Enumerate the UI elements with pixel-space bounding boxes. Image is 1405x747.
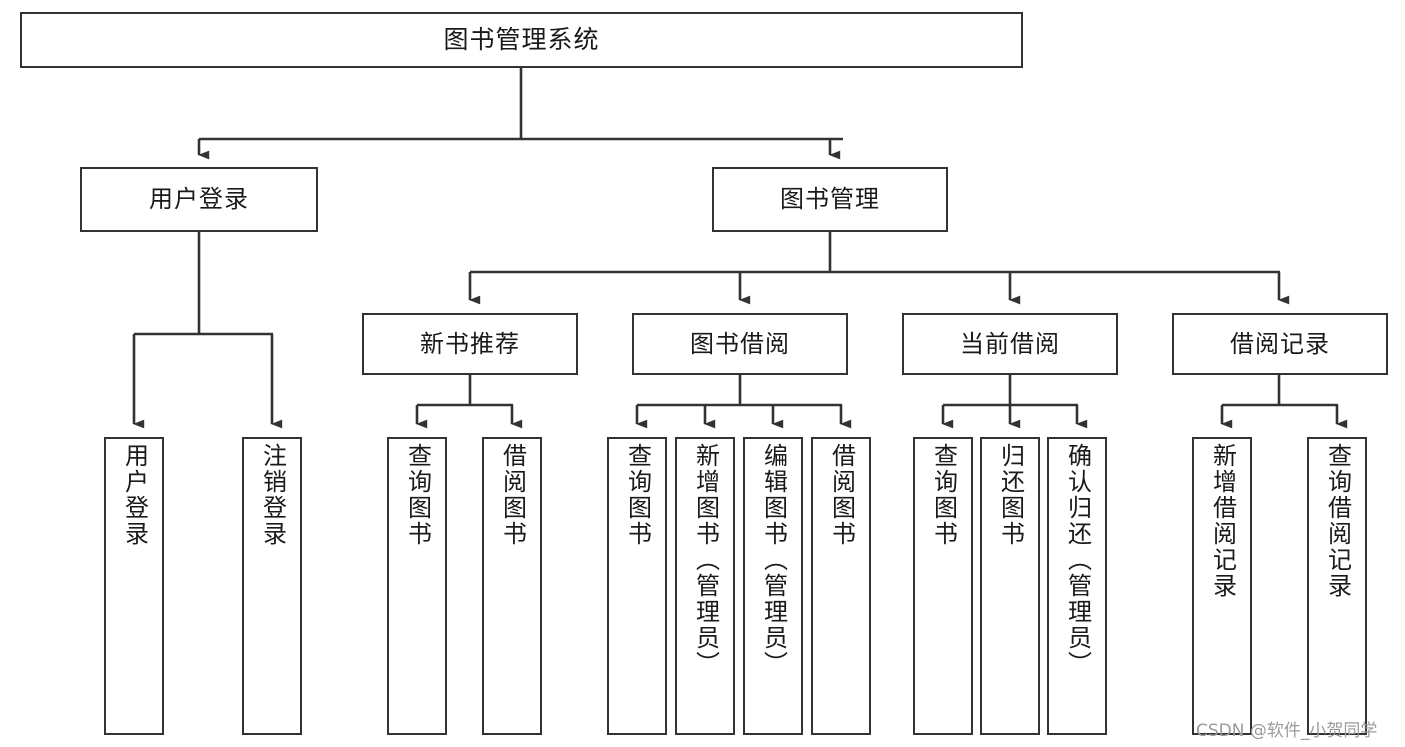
node-book-manage[interactable]: 图书管理 xyxy=(712,167,948,232)
leaf-user-login[interactable]: 用户登录 xyxy=(104,437,164,735)
node-label: 查询图书 xyxy=(403,443,432,547)
csdn-watermark: CSDN @软件_小贺同学 xyxy=(1196,721,1378,741)
node-label: 用户登录 xyxy=(120,443,149,547)
node-label: 归还图书 xyxy=(996,443,1025,547)
node-label: 编辑图书（管理员） xyxy=(759,443,788,677)
node-label: 新增借阅记录 xyxy=(1208,443,1237,599)
leaf-borrow-book-recommend[interactable]: 借阅图书 xyxy=(482,437,542,735)
node-new-book-recommend[interactable]: 新书推荐 xyxy=(362,313,578,375)
node-current-borrow[interactable]: 当前借阅 xyxy=(902,313,1118,375)
leaf-add-book-admin[interactable]: 新增图书（管理员） xyxy=(675,437,735,735)
leaf-query-book-borrow[interactable]: 查询图书 xyxy=(607,437,667,735)
node-label: 借阅图书 xyxy=(827,443,856,547)
leaf-borrow-book-borrow[interactable]: 借阅图书 xyxy=(811,437,871,735)
node-user-login[interactable]: 用户登录 xyxy=(80,167,318,232)
node-label: 新书推荐 xyxy=(420,329,520,358)
node-label: 新增图书（管理员） xyxy=(691,443,720,677)
node-book-borrow[interactable]: 图书借阅 xyxy=(632,313,848,375)
node-label: 查询图书 xyxy=(623,443,652,547)
leaf-edit-book-admin[interactable]: 编辑图书（管理员） xyxy=(743,437,803,735)
leaf-add-borrow-record[interactable]: 新增借阅记录 xyxy=(1192,437,1252,735)
leaf-query-book-current[interactable]: 查询图书 xyxy=(913,437,973,735)
leaf-confirm-return-admin[interactable]: 确认归还（管理员） xyxy=(1047,437,1107,735)
node-label: 图书管理 xyxy=(780,185,880,214)
node-label: 注销登录 xyxy=(258,443,287,547)
leaf-query-book-recommend[interactable]: 查询图书 xyxy=(387,437,447,735)
leaf-return-book[interactable]: 归还图书 xyxy=(980,437,1040,735)
node-label: 查询图书 xyxy=(929,443,958,547)
node-label: 用户登录 xyxy=(149,185,249,214)
leaf-query-borrow-record[interactable]: 查询借阅记录 xyxy=(1307,437,1367,735)
node-label: 借阅图书 xyxy=(498,443,527,547)
node-label: 确认归还（管理员） xyxy=(1063,443,1092,677)
node-label: 查询借阅记录 xyxy=(1323,443,1352,599)
node-label: 当前借阅 xyxy=(960,329,1060,358)
leaf-logout[interactable]: 注销登录 xyxy=(242,437,302,735)
node-label: 图书借阅 xyxy=(690,329,790,358)
node-borrow-record[interactable]: 借阅记录 xyxy=(1172,313,1388,375)
node-label: 图书管理系统 xyxy=(443,25,600,55)
node-root-system[interactable]: 图书管理系统 xyxy=(20,12,1023,68)
node-label: 借阅记录 xyxy=(1230,329,1330,358)
